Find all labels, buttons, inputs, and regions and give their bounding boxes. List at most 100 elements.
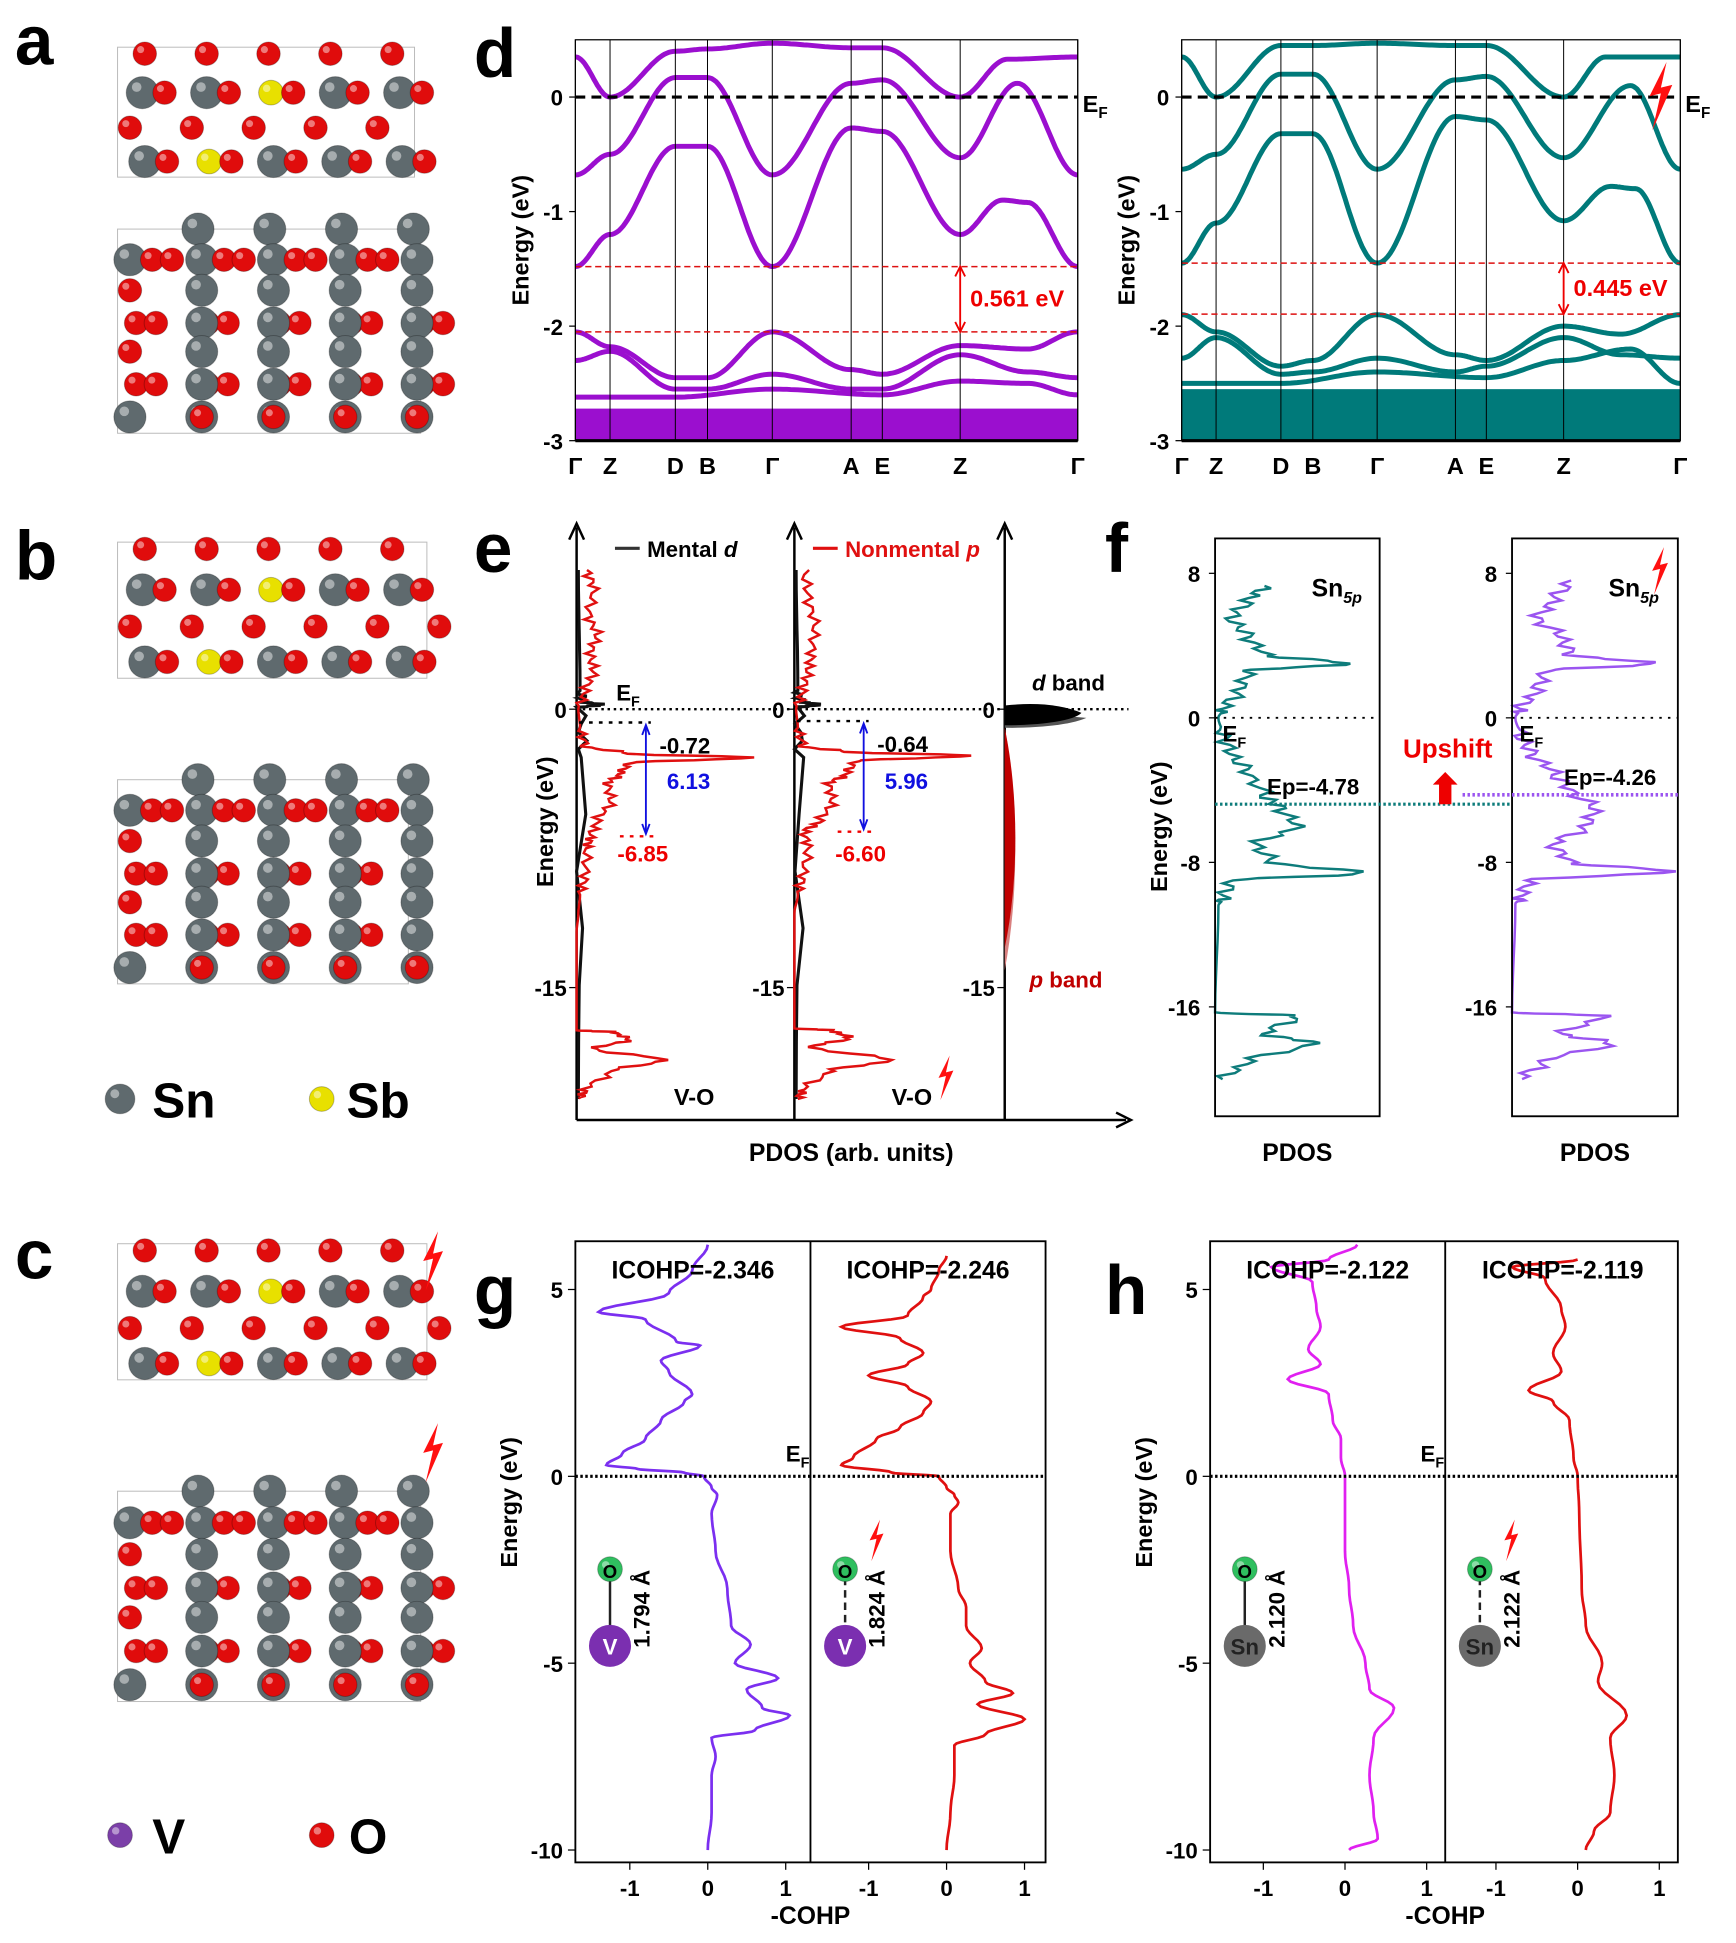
sn-atom-highlight	[131, 579, 142, 589]
sn-atom-highlight	[191, 341, 201, 351]
o-atom-highlight	[349, 85, 358, 93]
o-atom-highlight	[137, 46, 145, 54]
o-atom	[303, 798, 328, 823]
o-atom	[358, 310, 384, 336]
bandwidth-arrowheads	[641, 722, 651, 837]
sn-atom-highlight	[406, 1543, 417, 1554]
o-atom	[365, 1315, 390, 1341]
sn-atom-highlight	[331, 769, 341, 779]
o-atom-highlight	[122, 1546, 130, 1554]
sb-atom	[258, 1278, 284, 1305]
x-axis-arrow-icon	[1115, 1111, 1134, 1129]
d-band-label: d band	[1032, 671, 1105, 696]
sn-atom-highlight	[196, 82, 206, 92]
sn-atom-highlight	[406, 830, 417, 841]
o-atom-highlight	[137, 541, 145, 549]
sb-atom-highlight	[262, 581, 271, 590]
fermi-level-label-part: E	[786, 1441, 801, 1466]
sn-atom	[185, 1571, 219, 1605]
o-atom-highlight	[363, 1643, 371, 1651]
sn-atom	[328, 1634, 362, 1668]
y-tick-label: -16	[1465, 996, 1497, 1021]
p-band-center-label: Ep=-4.26	[1564, 765, 1656, 790]
atom-label: V	[603, 1635, 618, 1660]
o-atom-highlight	[128, 376, 136, 384]
sn-atom-highlight	[191, 249, 201, 259]
sb-atom-highlight	[201, 1355, 209, 1363]
fermi-level-label-part: E	[1685, 91, 1701, 117]
sn-atom-highlight	[334, 279, 345, 290]
sn-atom-highlight	[262, 1606, 273, 1617]
sn-atom	[253, 212, 287, 246]
fermi-level-label-part: E	[616, 681, 631, 706]
o-atom	[318, 536, 343, 562]
sn-atom-highlight	[196, 579, 206, 589]
o-atom-highlight	[352, 1355, 360, 1363]
sn-atom-highlight	[334, 891, 345, 902]
icohp-label: ICOHP=-2.346	[611, 1257, 774, 1284]
o-atom-highlight	[159, 153, 167, 161]
o-atom	[358, 861, 384, 886]
metal-atom-icon	[824, 1624, 867, 1667]
o-atom	[375, 247, 400, 272]
o-atom	[281, 577, 306, 603]
d-band-label-part: band	[1046, 671, 1105, 696]
panel-label-a: a	[15, 2, 54, 80]
o-atom	[430, 310, 456, 336]
o-atom	[152, 1279, 177, 1304]
sn-atom	[181, 1474, 215, 1508]
o-atom-highlight	[265, 1677, 273, 1685]
o-atom-highlight	[184, 618, 192, 626]
o-atom-highlight	[122, 833, 130, 841]
legend-metal-d-part: Mental	[647, 537, 724, 562]
sn-atom-highlight	[191, 373, 201, 384]
o-atom	[281, 1279, 306, 1304]
sn-atom	[400, 793, 434, 827]
gap-arrowheads	[954, 264, 966, 334]
o-atom	[261, 404, 286, 430]
bond-length-label: 1.824 Å	[864, 1570, 890, 1648]
sn-atom-highlight	[259, 218, 269, 229]
band-line	[1181, 335, 1681, 377]
o-atom-highlight	[164, 1515, 172, 1523]
o-atom	[287, 310, 312, 336]
fermi-level-label: EF	[1519, 721, 1543, 751]
y-tick-label: 0	[551, 1465, 563, 1490]
o-atom	[194, 536, 219, 562]
x-axis-label: -COHP	[1405, 1903, 1485, 1930]
sn-atom-highlight	[119, 406, 130, 417]
o-atom-highlight	[144, 802, 152, 810]
o-atom-highlight	[288, 1355, 296, 1363]
o-atom	[287, 1638, 312, 1664]
o-atom	[358, 922, 384, 948]
plot-frame	[1214, 537, 1381, 1118]
o-atom-highlight	[288, 153, 296, 161]
o-atom	[427, 1315, 452, 1341]
o-atom-highlight	[236, 802, 244, 810]
o-atom-highlight	[236, 1515, 244, 1523]
sn-atom-highlight	[262, 312, 273, 323]
o-atom-highlight	[194, 959, 202, 967]
o-atom	[117, 339, 143, 364]
y-axis-label: Energy (eV)	[507, 175, 533, 306]
kpoint-label: D	[667, 453, 684, 479]
o-atom	[194, 1238, 219, 1263]
sn-atom-highlight	[262, 799, 273, 810]
o-atom-highlight	[164, 802, 172, 810]
sn-atom	[400, 885, 434, 919]
p-band-top-value: -0.72	[660, 733, 711, 758]
o-atom-highlight	[288, 1515, 296, 1523]
o-atom	[375, 798, 400, 823]
o-atom-highlight	[128, 315, 136, 323]
cohp-curve	[1509, 1258, 1629, 1851]
kpoint-label: Z	[603, 453, 617, 479]
sn-atom-highlight	[334, 830, 345, 841]
y-tick-label: -10	[1166, 1839, 1198, 1864]
y-axis-label: Energy (eV)	[496, 1437, 522, 1568]
sn-atom	[185, 918, 219, 952]
sb-atom-highlight	[201, 653, 209, 662]
sn5p-pdos-curve	[1212, 584, 1364, 1081]
o-atom-highlight	[416, 153, 424, 161]
fermi-level-label-part: F	[1098, 105, 1107, 122]
sn-atom	[400, 273, 434, 307]
